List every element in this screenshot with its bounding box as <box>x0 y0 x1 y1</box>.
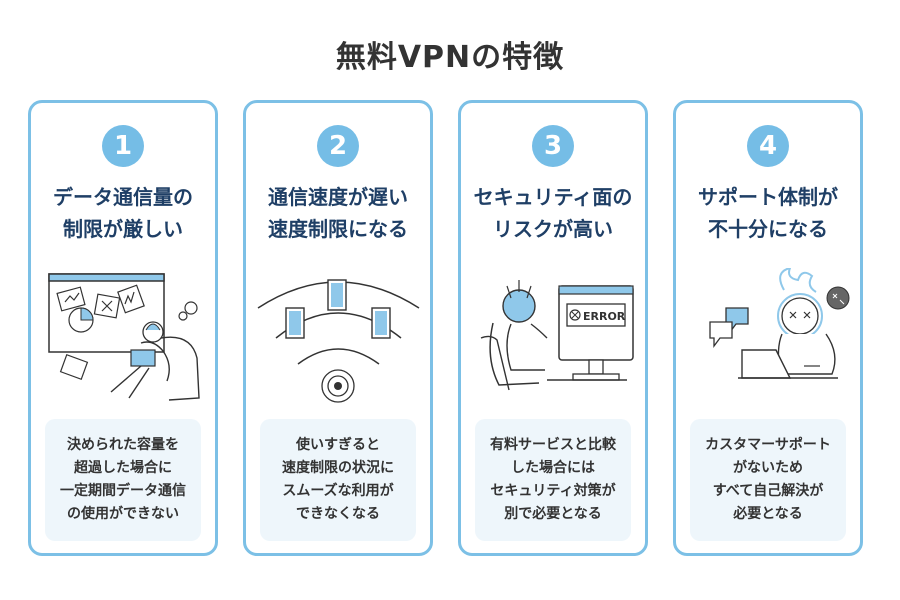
feature-card-3: 3 セキュリティ面の リスクが高い ERROR 有料サービスと比較 した場合には… <box>458 100 648 556</box>
card-number: 4 <box>747 125 789 167</box>
slow-wifi-icon <box>257 279 420 403</box>
angry-support-icon <box>709 268 850 379</box>
feature-card-1: 1 データ通信量の 制限が厳しい 決められた容量を 超過した場合に 一定期間デー… <box>28 100 218 556</box>
card-heading: セキュリティ面の リスクが高い <box>473 185 633 241</box>
card-heading: 通信速度が遅い 速度制限になる <box>268 185 408 241</box>
card-number: 3 <box>532 125 574 167</box>
card-number: 1 <box>102 125 144 167</box>
card-heading: データ通信量の 制限が厳しい <box>53 185 193 241</box>
card-heading: サポート体制が 不十分になる <box>698 185 838 241</box>
card-description: カスタマーサポート がないため すべて自己解決が 必要となる <box>690 419 846 541</box>
frustrated-person-icon <box>48 273 200 401</box>
card-description: 決められた容量を 超過した場合に 一定期間データ通信 の使用ができない <box>45 419 201 541</box>
error-monitor-icon: ERROR <box>480 280 634 391</box>
feature-card-4: 4 サポート体制が 不十分になる カスタマーサポート がないため すべて自己解決… <box>673 100 863 556</box>
feature-card-2: 2 通信速度が遅い 速度制限になる 使いすぎると 速度制限の状況に スムーズな利… <box>243 100 433 556</box>
card-description: 使いすぎると 速度制限の状況に スムーズな利用が できなくなる <box>260 419 416 541</box>
page-title: 無料VPNの特徴 <box>335 40 565 75</box>
error-label: ERROR <box>583 310 626 323</box>
card-number: 2 <box>317 125 359 167</box>
card-description: 有料サービスと比較 した場合には セキュリティ対策が 別で必要となる <box>475 419 631 541</box>
